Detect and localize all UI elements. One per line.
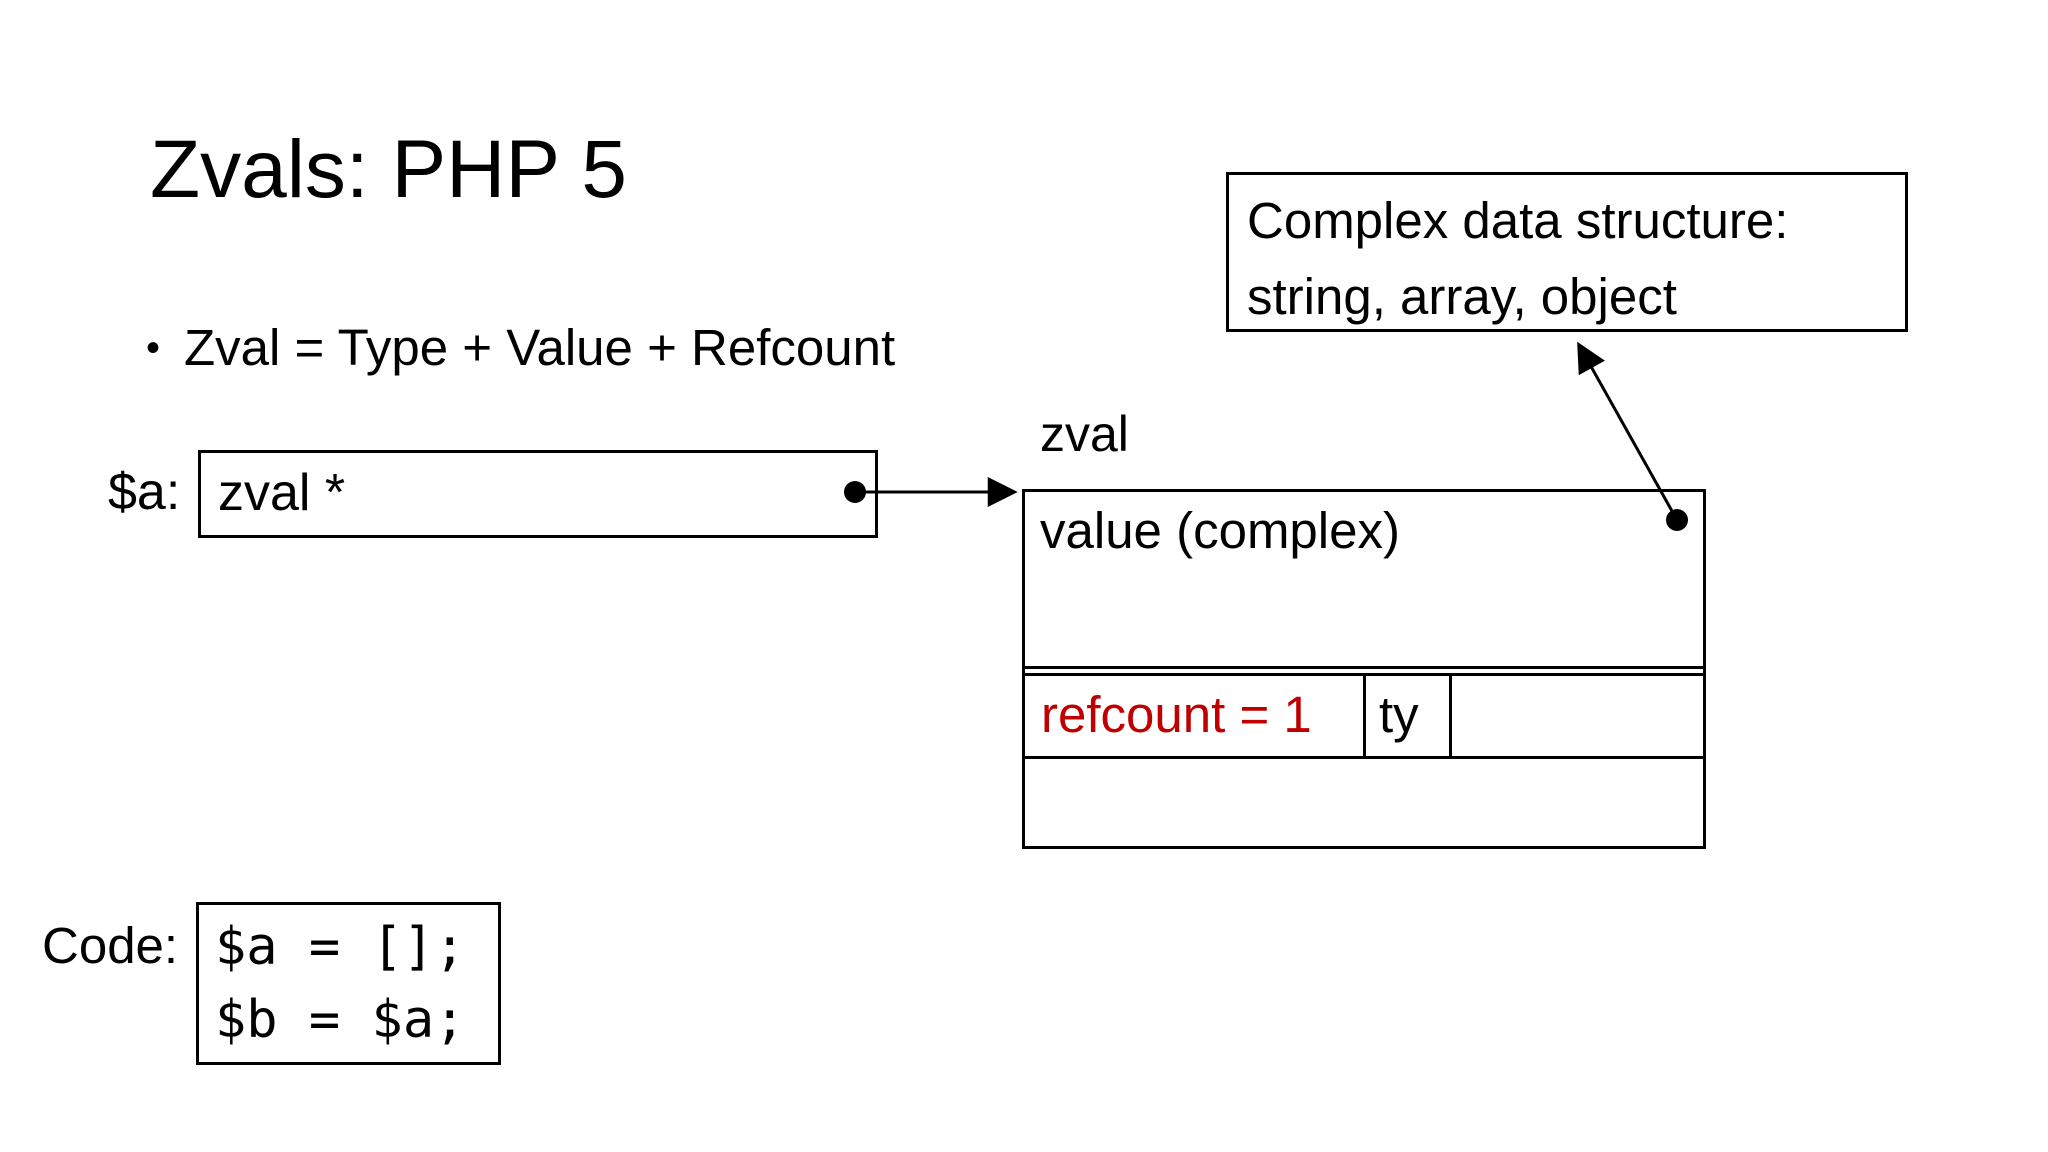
var-a-box: zval * <box>198 450 878 538</box>
zval-caption: zval <box>1040 406 1129 462</box>
var-a-cell-text: zval * <box>218 464 346 522</box>
code-box: $a = []; $b = $a; <box>196 902 501 1065</box>
bullet-marker: • <box>146 326 161 370</box>
note-line-2: string, array, object <box>1247 268 1677 325</box>
note-box: Complex data structure: string, array, o… <box>1226 172 1908 332</box>
code-line-2: $b = $a; <box>215 990 466 1050</box>
zval-bottom-row <box>1025 759 1703 846</box>
code-label: Code: <box>42 917 179 974</box>
zval-struct-box: value (complex) refcount = 1 ty <box>1022 489 1706 849</box>
zval-value-cell: value (complex) <box>1040 502 1400 559</box>
slide-title: Zvals: PHP 5 <box>150 124 627 215</box>
code-line-1: $a = []; <box>215 917 466 977</box>
zval-row-divider <box>1025 666 1703 669</box>
bullet-item: • Zval = Type + Value + Refcount <box>146 318 895 378</box>
var-a-label: $a: <box>108 463 181 521</box>
type-cell: ty <box>1366 676 1452 756</box>
zval-fields-row: refcount = 1 ty <box>1022 673 1706 759</box>
refcount-cell: refcount = 1 <box>1025 676 1366 756</box>
spare-cell <box>1452 676 1703 756</box>
bullet-text: Zval = Type + Value + Refcount <box>184 319 896 376</box>
note-line-1: Complex data structure: <box>1247 192 1789 249</box>
